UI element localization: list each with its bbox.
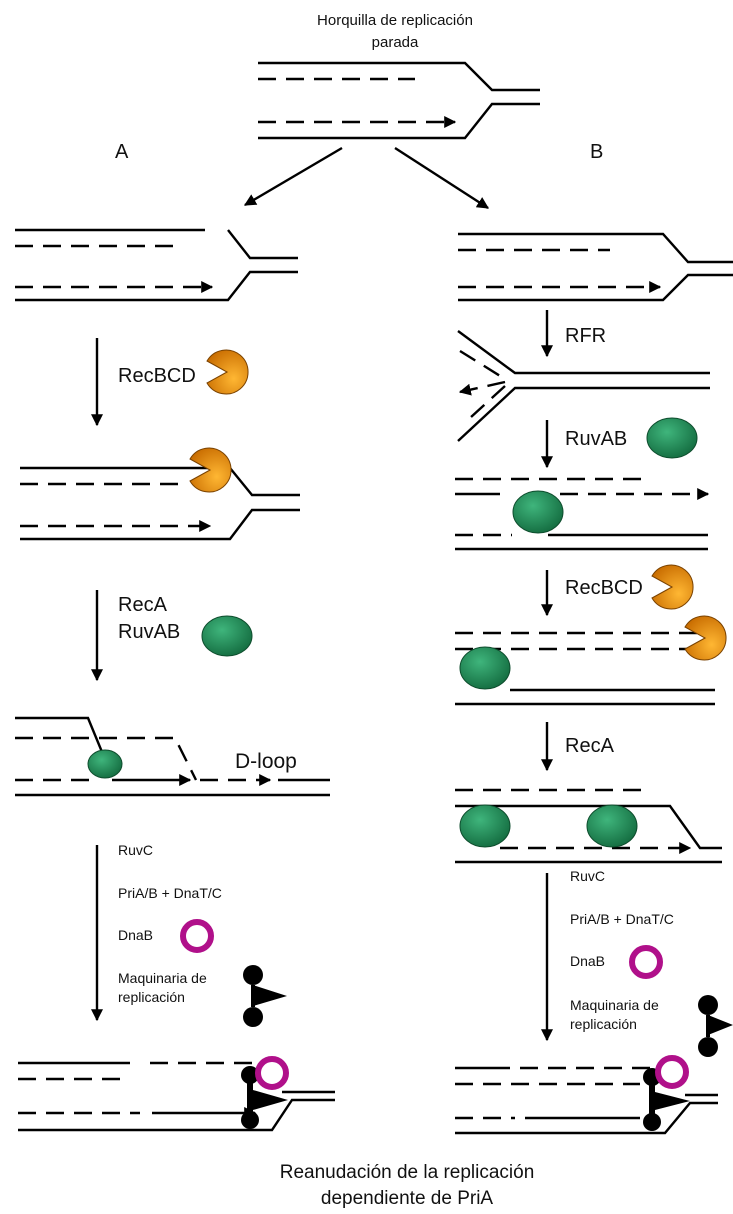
a-ruvab-label: RuvAB: [118, 621, 180, 643]
b-maquinaria-line1: Maquinaria de: [570, 997, 659, 1013]
b-holliday-2: [455, 631, 715, 706]
a-dloop-label: D-loop: [235, 750, 297, 773]
b-chicken-foot: [457, 330, 710, 442]
caption-line1: Reanudación de la replicación: [280, 1162, 535, 1183]
b-fork-1: [458, 232, 733, 302]
b4-recbcd-icon: [684, 615, 727, 661]
b-reca-label: RecA: [565, 735, 615, 757]
a-maquinaria-line2: replicación: [118, 989, 185, 1005]
a-recbcd-icon: [206, 349, 249, 395]
a-dnab-icon: [180, 919, 214, 953]
b-ruvab-icon: [646, 417, 698, 459]
b-recombination-intermediate: [455, 788, 722, 864]
title-line2: parada: [372, 34, 419, 51]
b-ruvab-label: RuvAB: [565, 428, 627, 450]
arrow-to-a: [243, 146, 343, 207]
a-replisome-icon: [243, 965, 287, 1027]
b-dnab-icon: [629, 945, 663, 979]
b-pria-label: PriA/B + DnaT/C: [570, 911, 674, 927]
b-ruvc-label: RuvC: [570, 868, 605, 884]
a-maquinaria-line1: Maquinaria de: [118, 970, 207, 986]
a-dloop-structure: [15, 716, 330, 797]
arrow-to-b: [394, 146, 490, 210]
b-rfr-label: RFR: [565, 325, 606, 347]
a-recbcd-label: RecBCD: [118, 365, 196, 387]
b-holliday-1: [455, 477, 710, 551]
label-a: A: [115, 141, 129, 163]
label-b: B: [590, 141, 603, 163]
a-reca-label: RecA: [118, 594, 168, 616]
a-fork-1: [15, 228, 298, 302]
a2-recbcd-icon: [189, 447, 232, 493]
a-fork-2: [20, 466, 300, 541]
a-ruvab-icon: [201, 615, 253, 657]
b-dnab-label: DnaB: [570, 953, 605, 969]
a-dnab-label: DnaB: [118, 927, 153, 943]
a-ruvc-label: RuvC: [118, 842, 153, 858]
a-fork-final: [18, 1056, 335, 1132]
stalled-fork: [258, 61, 540, 140]
b-replisome-icon: [698, 995, 733, 1057]
a-pria-label: PriA/B + DnaT/C: [118, 885, 222, 901]
b-recbcd-label: RecBCD: [565, 577, 643, 599]
b-fork-final: [455, 1055, 718, 1135]
title-line1: Horquilla de replicación: [317, 12, 473, 29]
caption-line2: dependiente de PriA: [321, 1188, 494, 1209]
b-maquinaria-line2: replicación: [570, 1016, 637, 1032]
b-recbcd-icon: [651, 564, 694, 610]
